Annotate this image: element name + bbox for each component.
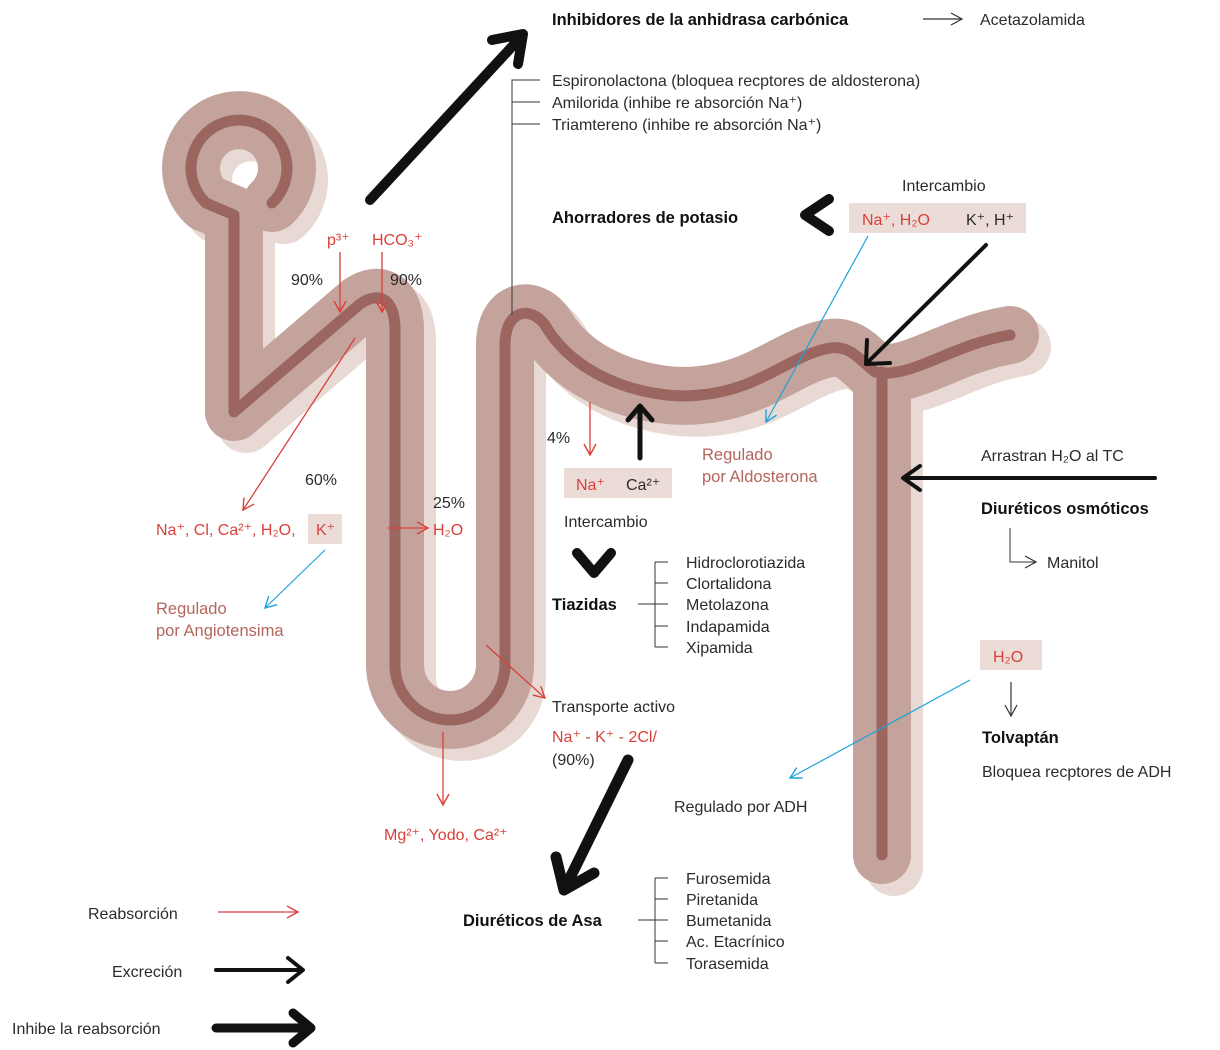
pct-25: 25% <box>433 495 465 512</box>
carbonic-group-label: Inhibidores de la anhidrasa carbónica <box>552 11 849 29</box>
tolvaptan-desc: Bloquea recptores de ADH <box>982 764 1171 781</box>
k-sparing-bracket <box>511 79 540 315</box>
pct-60: 60% <box>305 472 337 489</box>
potassium-ion-box <box>849 203 1026 233</box>
loop-drug-2: Piretanida <box>686 892 758 909</box>
loop-drug-3: Bumetanida <box>686 913 771 930</box>
proximal-reabsorbed-ions: Na⁺, Cl, Ca²⁺, H₂O, <box>156 522 296 539</box>
potassium-sparing-group: Ahorradores de potasio <box>552 209 738 227</box>
carbonic-drug: Acetazolamida <box>980 12 1085 29</box>
tolvaptan-label: Tolvaptán <box>982 729 1059 747</box>
nephron-tube <box>162 91 1051 896</box>
excretion-arrow-carbonic <box>365 29 528 205</box>
k-ion: K⁺ <box>316 522 335 539</box>
collecting-h2o: H₂O <box>993 649 1023 666</box>
k-sparing-drug-3: Triamtereno (inhibe re absorción Na⁺) <box>552 117 821 134</box>
legend-reabsorption-label: Reabsorción <box>88 906 178 923</box>
pct-90-left: 90% <box>291 272 323 289</box>
legend-inhibit-label: Inhibe la reabsorción <box>12 1021 161 1038</box>
tube-inner <box>185 114 1016 726</box>
loop-h2o: H₂O <box>433 522 463 539</box>
tiazida-drug-bracket <box>638 561 668 648</box>
hco3-ion: HCO₃⁺ <box>372 232 423 249</box>
proximal-reabsorption-arrow <box>242 337 356 512</box>
adh-label: Regulado por ADH <box>674 799 807 816</box>
osmotic-arrow <box>901 464 1157 492</box>
tiazida-drug-3: Metolazona <box>686 597 769 614</box>
transport-pct: (90%) <box>552 752 595 769</box>
aldosterone-label-1: Regulado <box>702 446 773 464</box>
transport-arrow <box>485 644 547 699</box>
loop-bottom-ions: Mg²⁺, Yodo, Ca²⁺ <box>384 827 508 844</box>
pct-90-right: 90% <box>390 272 422 289</box>
legend-excretion-label: Excreción <box>112 964 182 981</box>
loop-drug-4: Ac. Etacrínico <box>686 934 785 951</box>
aldosterone-regulation-arrow <box>765 235 869 424</box>
legend-excretion-arrow <box>214 956 305 984</box>
collecting-h2o-box <box>980 640 1042 670</box>
k-box <box>308 514 342 544</box>
tiazidas-group: Tiazidas <box>552 596 617 614</box>
pct-4: 4% <box>547 430 570 447</box>
osmotic-drug: Manitol <box>1047 555 1099 572</box>
loop-diuretic-arrow <box>550 754 634 896</box>
aldosterone-label-2: por Aldosterona <box>702 468 818 486</box>
distal-ion-box <box>564 468 672 498</box>
angiotensin-label-2: por Angiotensima <box>156 622 284 640</box>
potassium-excretion-arrow <box>864 243 988 366</box>
potassium-k-h: K⁺, H⁺ <box>966 212 1014 229</box>
legend: Reabsorción Excreción Inhibe la reabsorc… <box>12 905 316 1048</box>
angiotensin-label-1: Regulado <box>156 600 227 618</box>
loop-drug-1: Furosemida <box>686 871 771 888</box>
p-ion: p³⁺ <box>327 232 350 249</box>
distal-exchange: Intercambio <box>564 514 648 531</box>
potassium-exchange: Intercambio <box>902 178 986 195</box>
potassium-na-h2o: Na⁺, H₂O <box>862 212 930 229</box>
osmotic-group: Diuréticos osmóticos <box>981 500 1149 518</box>
angiotensin-regulation-arrow <box>263 549 326 610</box>
calcium-excretion-arrow <box>625 403 655 461</box>
potassium-sparing-arrow <box>800 194 834 236</box>
distal-ca: Ca²⁺ <box>626 477 660 494</box>
loop-drug-5: Torasemida <box>686 956 769 973</box>
adh-regulation-arrow <box>788 679 971 779</box>
loop-drug-bracket <box>638 877 668 964</box>
tiazida-drug-4: Indapamida <box>686 619 770 636</box>
k-sparing-drug-1: Espironolactona (bloquea recptores de al… <box>552 73 920 90</box>
transport-label: Transporte activo <box>552 699 675 716</box>
k-sparing-drug-2: Amilorida (inhibe re absorción Na⁺) <box>552 95 802 112</box>
legend-inhibit-arrow <box>211 1008 316 1048</box>
osmotic-drag-label: Arrastran H₂O al TC <box>981 448 1124 465</box>
distal-na: Na⁺ <box>576 477 605 494</box>
tiazida-drug-2: Clortalidona <box>686 576 771 593</box>
tiazida-drug-1: Hidroclorotiazida <box>686 555 805 572</box>
tiazida-arrow <box>572 548 616 578</box>
osmotic-drug-connector <box>1009 528 1038 569</box>
transport-ions: Na⁺ - K⁺ - 2Cl/ <box>552 729 657 746</box>
tiazida-drug-5: Xipamida <box>686 640 753 657</box>
loop-diuretics-group: Diuréticos de Asa <box>463 912 603 930</box>
